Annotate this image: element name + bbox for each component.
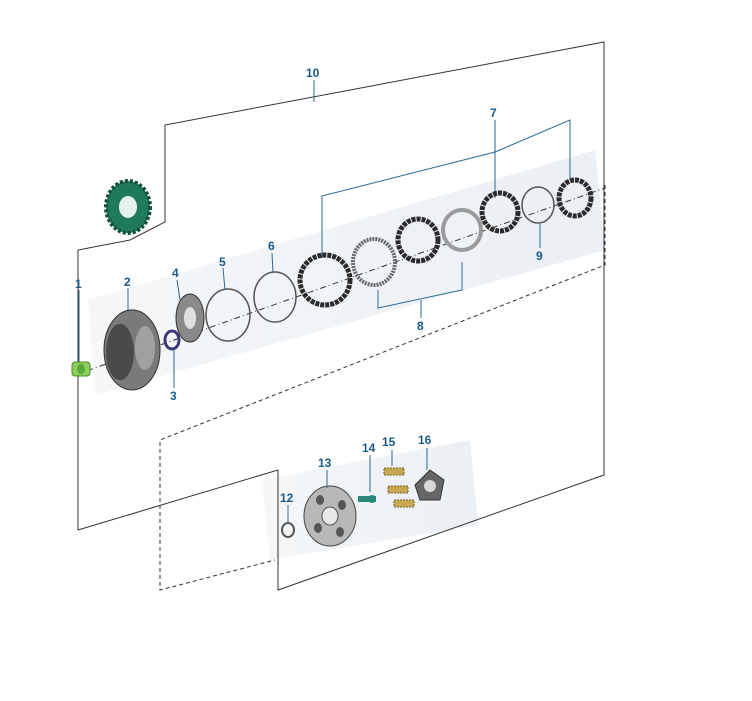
callout-8-bracket	[377, 262, 463, 309]
callout-9: 9	[536, 249, 543, 263]
part-13-pressure-plate	[303, 485, 357, 547]
part-7-friction-plate-b	[395, 216, 441, 264]
part-7-friction-plate-c	[479, 190, 521, 234]
callout-6-leader	[271, 252, 274, 274]
callout-3: 3	[170, 389, 177, 403]
part-2-clutch-basket	[103, 309, 161, 391]
part-7-friction-plate-d	[556, 177, 594, 219]
callout-5-leader	[222, 267, 226, 291]
part-6-ring	[253, 271, 297, 323]
part-9-ring	[521, 186, 555, 224]
callout-15: 15	[382, 435, 396, 449]
part-2-primary-gear	[104, 179, 152, 235]
callout-16: 16	[418, 433, 432, 447]
part-1-nut	[71, 361, 91, 377]
callout-14: 14	[362, 441, 376, 455]
callout-1: 1	[75, 277, 82, 291]
callout-4-leader	[176, 279, 181, 301]
callout-12: 12	[280, 491, 294, 505]
assembly-frame-outline	[77, 41, 605, 591]
callout-5: 5	[219, 255, 226, 269]
callout-4: 4	[172, 266, 179, 280]
part-16-lifter-plate	[414, 469, 445, 501]
part-7-friction-plate-a	[297, 252, 353, 308]
callout-8: 8	[417, 319, 424, 333]
part-12-washer	[281, 522, 295, 538]
part-4-clutch-hub	[175, 293, 205, 343]
part-5-ring	[205, 288, 251, 342]
callout-6: 6	[268, 239, 275, 253]
part-8-steel-plate-b	[441, 208, 483, 252]
part-8-steel-plate-a	[351, 237, 397, 287]
callout-7: 7	[490, 106, 497, 120]
callout-2: 2	[124, 275, 131, 289]
part-14-lifter-pin	[358, 495, 376, 503]
callout-10: 10	[306, 66, 320, 80]
part-3-washer	[163, 329, 181, 351]
callout-13: 13	[318, 456, 332, 470]
part-15-clutch-springs	[383, 467, 415, 508]
